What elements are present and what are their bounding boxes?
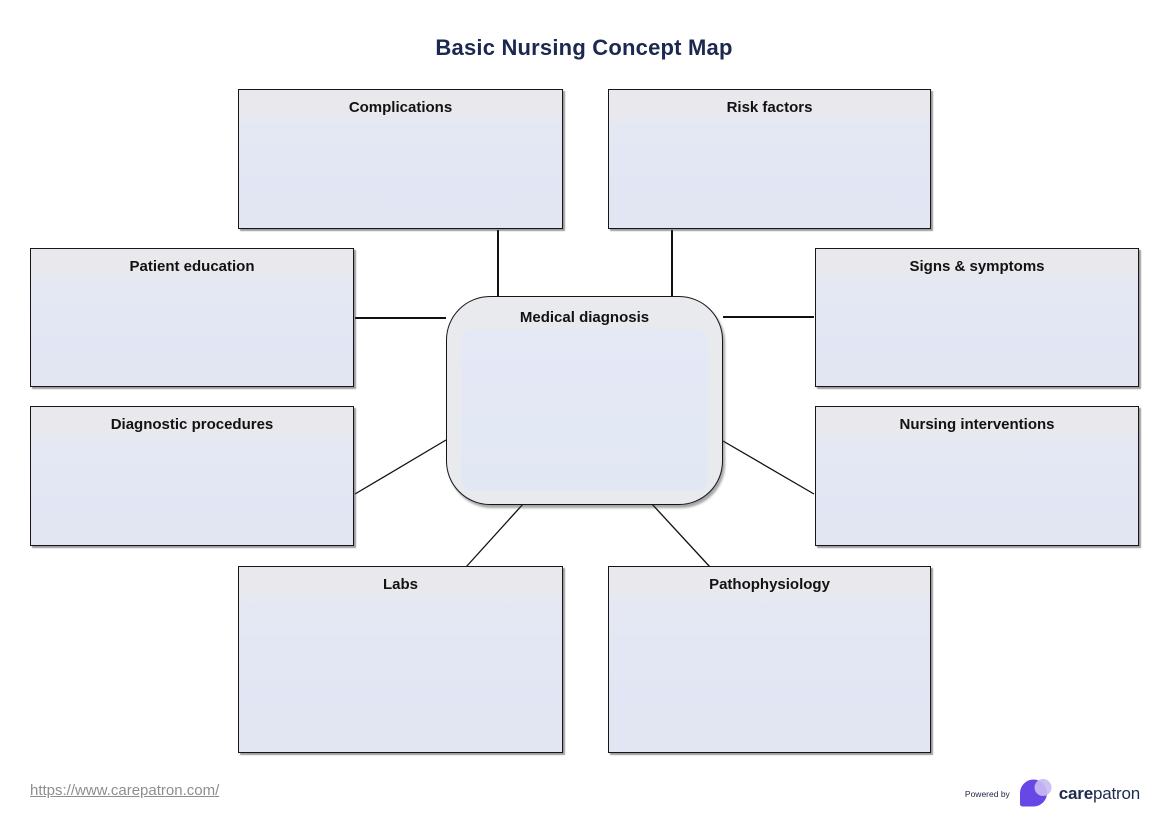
node-nursing-interventions: Nursing interventions bbox=[815, 406, 1139, 546]
carepatron-logo-icon bbox=[1019, 779, 1052, 807]
node-diagnostic-procedures: Diagnostic procedures bbox=[30, 406, 354, 546]
edge-nursing-interventions bbox=[722, 440, 815, 495]
brand-footer: Powered by carepatron bbox=[965, 776, 1140, 812]
edge-pathophysiology bbox=[650, 502, 711, 568]
node-patient-education-content bbox=[31, 275, 353, 386]
edge-labs bbox=[465, 502, 525, 568]
node-risk-factors-content bbox=[609, 116, 930, 228]
brand-wordmark: carepatron bbox=[1059, 784, 1140, 804]
powered-by-label: Powered by bbox=[964, 789, 1010, 799]
node-label: Complications bbox=[348, 99, 453, 116]
edge-diagnostic-procedures bbox=[354, 439, 447, 495]
node-patient-education: Patient education bbox=[30, 248, 354, 387]
carepatron-url-link[interactable]: https://www.carepatron.com/ bbox=[30, 782, 220, 799]
node-labs: Labs bbox=[238, 566, 563, 753]
brand-wordmark-patron: patron bbox=[1092, 784, 1140, 803]
node-nursing-interventions-content bbox=[816, 433, 1138, 545]
node-label: Patient education bbox=[129, 258, 255, 275]
node-label: Labs bbox=[382, 576, 418, 593]
node-complications: Complications bbox=[238, 89, 563, 229]
node-label: Nursing interventions bbox=[899, 416, 1055, 433]
node-diagnostic-procedures-content bbox=[31, 433, 353, 545]
node-label: Risk factors bbox=[726, 99, 813, 116]
node-risk-factors: Risk factors bbox=[608, 89, 931, 229]
page-title: Basic Nursing Concept Map bbox=[435, 35, 733, 60]
node-medical-diagnosis: Medical diagnosis bbox=[446, 296, 723, 505]
node-labs-content bbox=[239, 593, 562, 752]
node-medical-diagnosis-content bbox=[461, 330, 708, 491]
node-signs-symptoms-content bbox=[816, 275, 1138, 386]
node-label: Medical diagnosis bbox=[519, 309, 650, 326]
node-pathophysiology-content bbox=[609, 593, 930, 752]
node-signs-symptoms: Signs & symptoms bbox=[815, 248, 1139, 387]
node-label: Signs & symptoms bbox=[909, 258, 1045, 275]
node-label: Diagnostic procedures bbox=[110, 416, 274, 433]
brand-wordmark-care: care bbox=[1058, 784, 1093, 803]
node-complications-content bbox=[239, 116, 562, 228]
node-label: Pathophysiology bbox=[709, 576, 830, 593]
node-pathophysiology: Pathophysiology bbox=[608, 566, 931, 753]
